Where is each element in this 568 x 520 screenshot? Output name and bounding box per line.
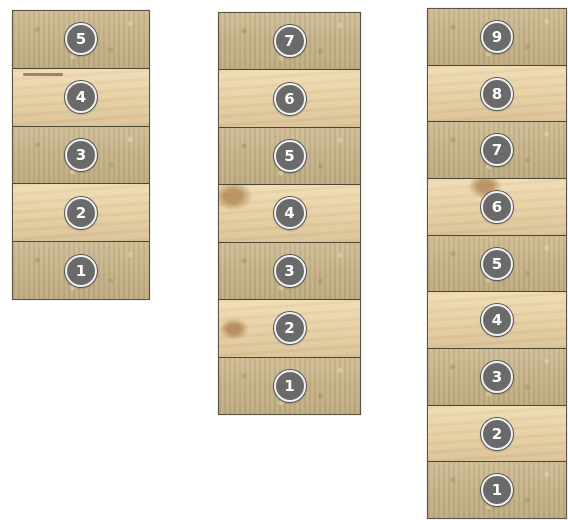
board: 1 — [13, 242, 149, 299]
board-number-badge: 2 — [481, 418, 513, 450]
board-number-badge: 6 — [481, 191, 513, 223]
board: 5 — [13, 11, 149, 69]
board-number-badge: 2 — [274, 312, 306, 344]
board: 5 — [428, 236, 566, 293]
board-number-badge: 5 — [274, 140, 306, 172]
board-number-badge: 1 — [65, 255, 97, 287]
board: 1 — [219, 358, 360, 414]
board: 6 — [428, 179, 566, 236]
board-number-badge: 5 — [65, 23, 97, 55]
board-number-badge: 7 — [481, 134, 513, 166]
board-number-badge: 4 — [274, 197, 306, 229]
board: 1 — [428, 462, 566, 518]
board: 4 — [13, 69, 149, 127]
board-stack-7: 7 6 5 4 3 2 1 — [218, 12, 361, 415]
board-number-badge: 1 — [481, 474, 513, 506]
board: 7 — [219, 13, 360, 70]
board-number-badge: 9 — [481, 21, 513, 53]
board: 6 — [219, 70, 360, 127]
board-number-badge: 3 — [65, 139, 97, 171]
board: 8 — [428, 66, 566, 123]
board: 4 — [219, 185, 360, 242]
board-number-badge: 7 — [274, 25, 306, 57]
board-number-badge: 6 — [274, 83, 306, 115]
board-number-badge: 4 — [481, 304, 513, 336]
board-number-badge: 2 — [65, 197, 97, 229]
board-number-badge: 4 — [65, 81, 97, 113]
board: 7 — [428, 122, 566, 179]
board-number-badge: 3 — [481, 361, 513, 393]
board-number-badge: 1 — [274, 370, 306, 402]
board: 4 — [428, 292, 566, 349]
board: 3 — [13, 127, 149, 185]
board-stack-5: 5 4 3 2 1 — [12, 10, 150, 300]
board: 5 — [219, 128, 360, 185]
board-number-badge: 8 — [481, 78, 513, 110]
board-number-badge: 3 — [274, 255, 306, 287]
board: 2 — [13, 184, 149, 242]
board-stack-9: 9 8 7 6 5 4 3 2 1 — [427, 8, 567, 519]
board: 2 — [219, 300, 360, 357]
board: 3 — [428, 349, 566, 406]
board: 9 — [428, 9, 566, 66]
board: 2 — [428, 406, 566, 463]
board-number-badge: 5 — [481, 248, 513, 280]
board: 3 — [219, 243, 360, 300]
